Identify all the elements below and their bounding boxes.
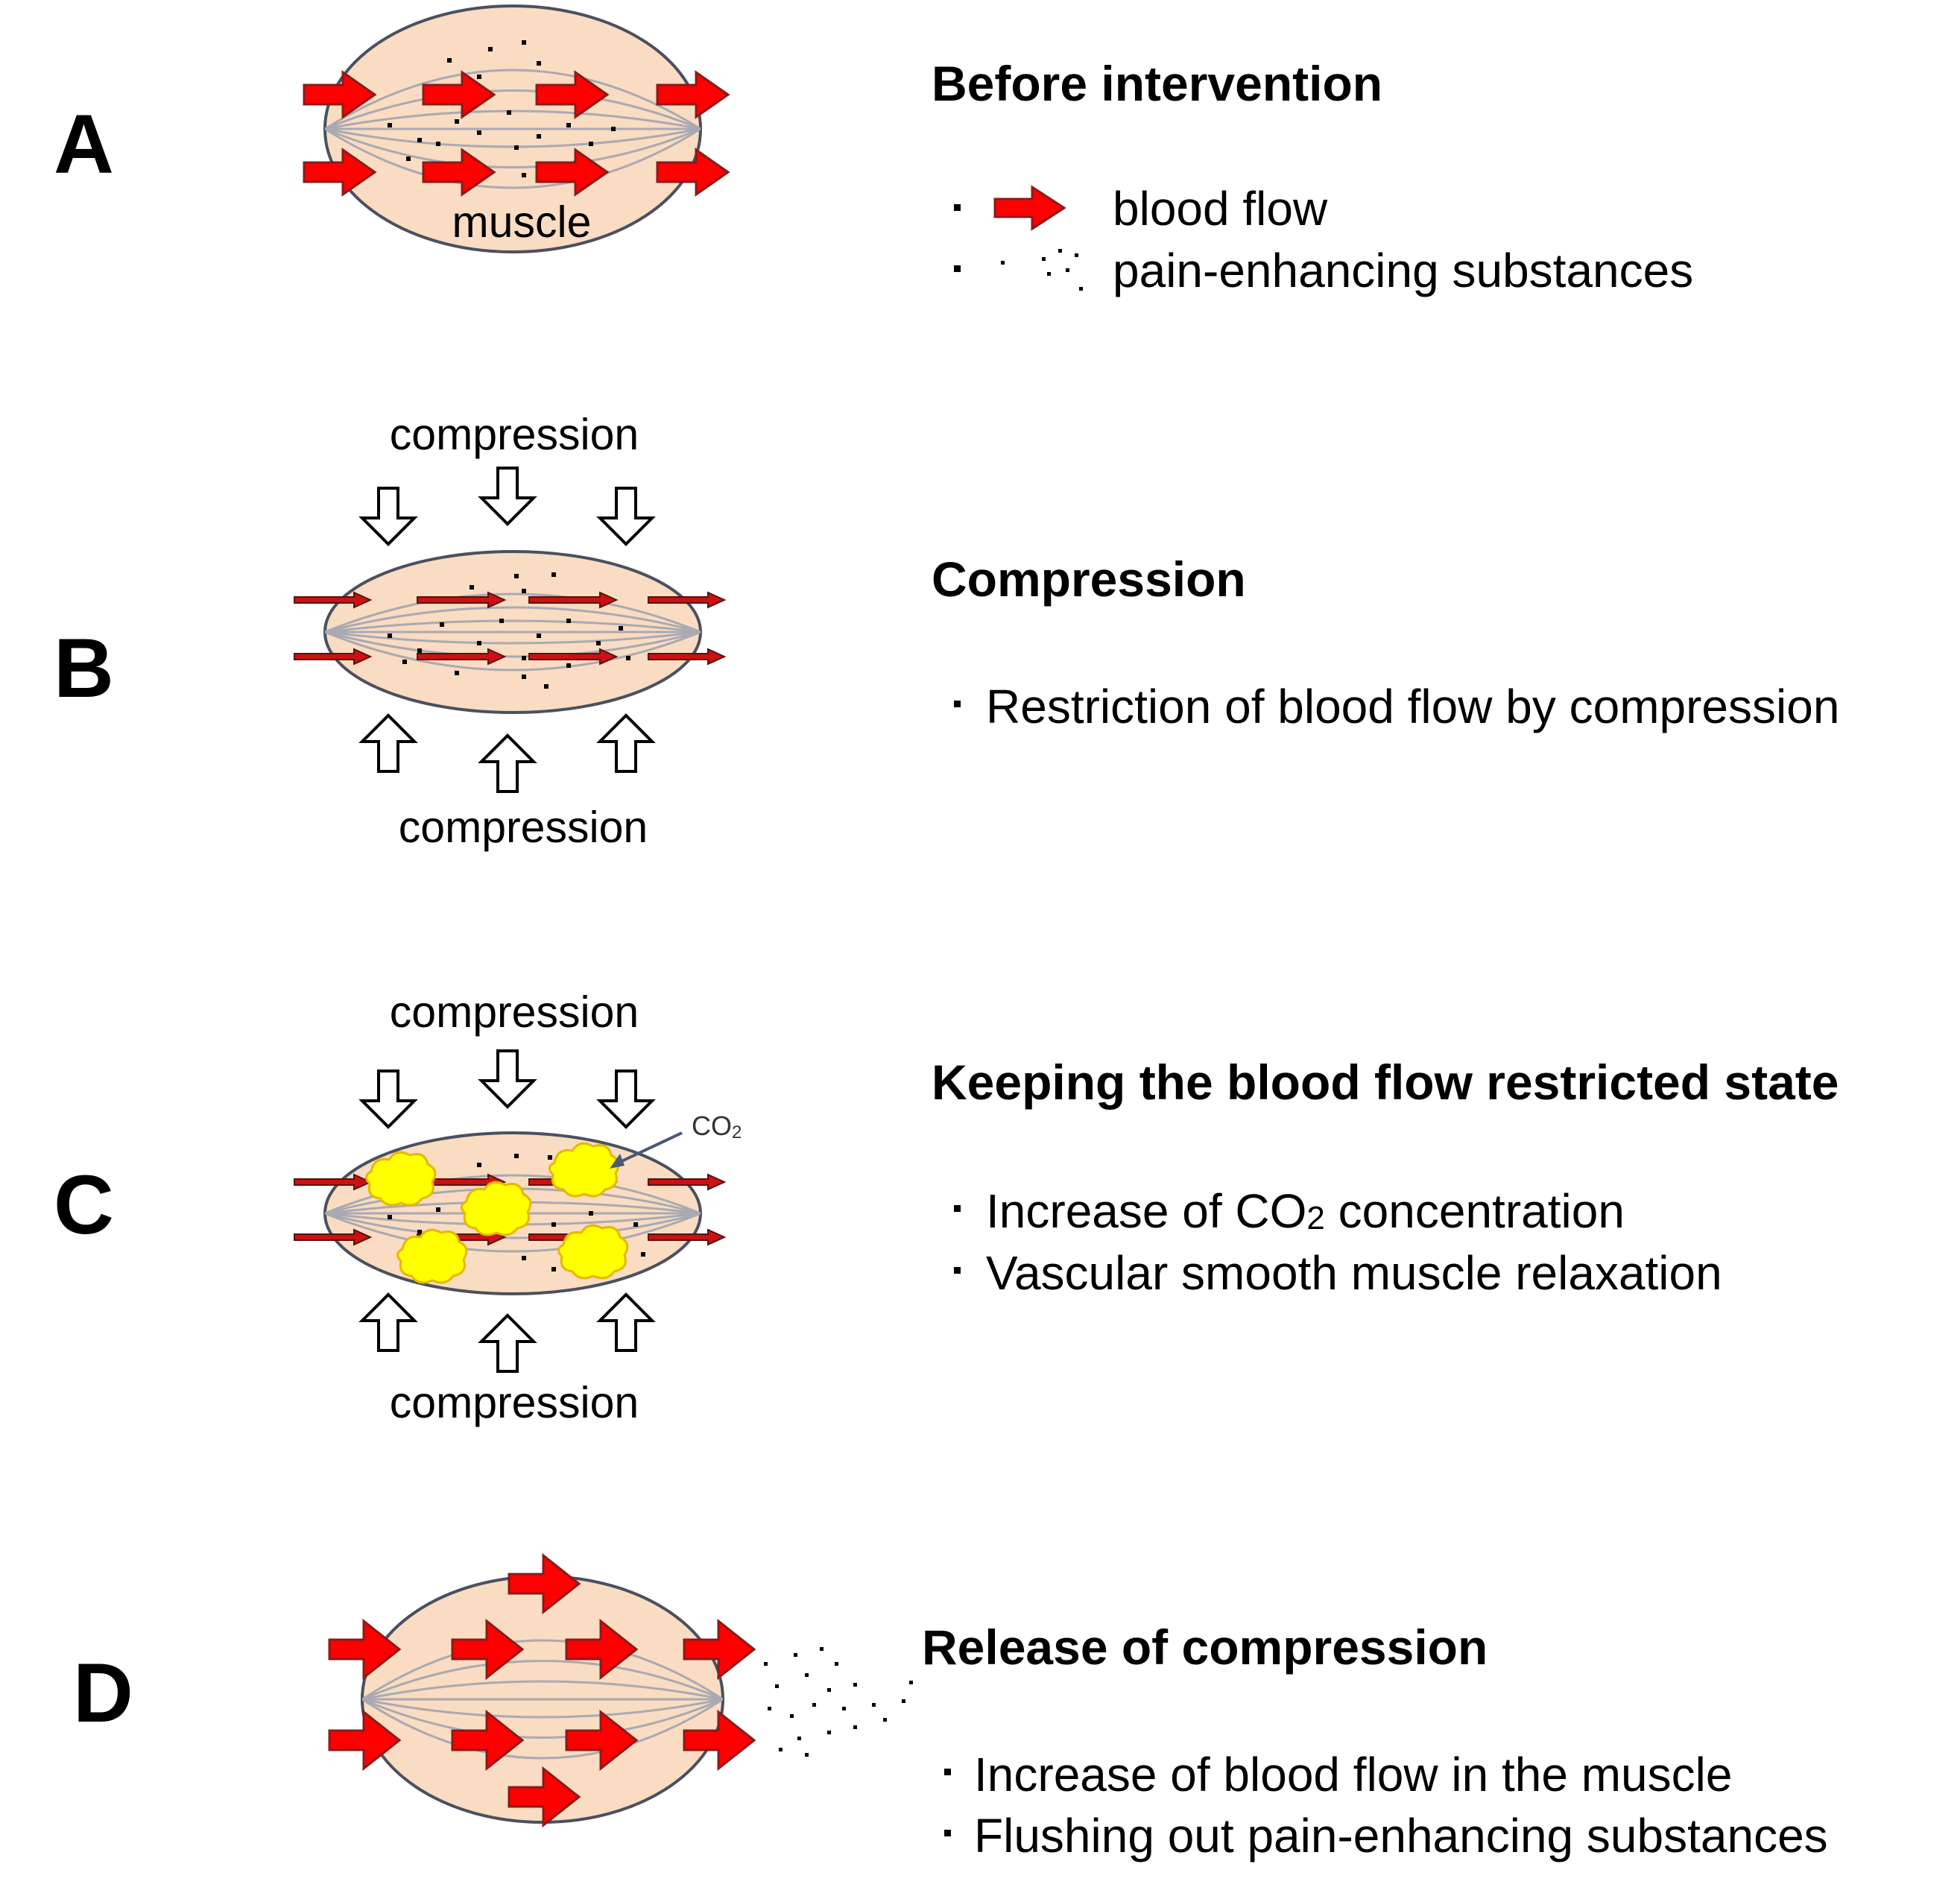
legend-blood-flow: blood flow <box>1113 182 1328 236</box>
panel-letter-b: B <box>54 622 114 715</box>
bullet-icon <box>954 1267 961 1274</box>
compression-label-top: compression <box>390 988 639 1037</box>
heading-c: Keeping the blood flow restricted state <box>932 1055 1839 1110</box>
compression-label-top: compression <box>390 410 639 459</box>
co2-bubbles <box>365 1142 629 1284</box>
bullet-d-1: Increase of blood flow in the muscle <box>974 1748 1732 1801</box>
co2-pointer <box>610 1131 683 1169</box>
panel-letter-c: C <box>54 1158 114 1251</box>
panel-letter-d: D <box>73 1646 133 1740</box>
muscle-a: muscle <box>303 4 730 253</box>
restricted-blood-flow-arrows <box>294 591 727 666</box>
co2-bubble <box>365 1151 437 1207</box>
panel-d: D <box>73 1552 1828 1862</box>
bullet-d-2: Flushing out pain-enhancing substances <box>974 1809 1828 1862</box>
muscle-d <box>328 1552 913 1828</box>
co2-label: CO2 <box>692 1110 742 1143</box>
bullet-icon <box>954 265 961 272</box>
compression-arrows-bottom <box>358 1292 656 1373</box>
co2-bubble <box>549 1142 620 1198</box>
muscle-c: CO2 <box>294 1110 742 1295</box>
bullet-icon <box>954 204 961 211</box>
panel-b: B compression <box>54 410 1839 852</box>
compression-arrows-top <box>358 467 656 546</box>
bullet-icon <box>954 1205 961 1212</box>
bullet-c-1: Increase of CO2 concentration <box>986 1184 1625 1238</box>
co2-bubble <box>461 1181 532 1236</box>
flushed-pain-substance-dots <box>764 1647 913 1757</box>
bullet-icon <box>944 1830 951 1836</box>
co2-bubble <box>396 1228 468 1284</box>
muscle-label: muscle <box>452 198 592 247</box>
compression-arrows-bottom <box>358 713 656 793</box>
muscle-fibers <box>325 593 701 672</box>
pain-substance-dots <box>388 572 630 689</box>
legend: blood flow pain-enhancing substances <box>954 182 1693 297</box>
heading-a: Before intervention <box>932 56 1382 111</box>
blood-flow-arrows <box>303 70 730 197</box>
pain-substance-dots-icon <box>1001 249 1083 291</box>
heading-d: Release of compression <box>922 1620 1488 1675</box>
bullet-icon <box>944 1769 951 1775</box>
blood-flow-arrow-icon <box>993 185 1066 231</box>
compression-label-bottom: compression <box>399 803 648 852</box>
muscle-fibers <box>325 69 701 189</box>
legend-pain-substances: pain-enhancing substances <box>1113 244 1693 297</box>
panel-letter-a: A <box>54 98 114 191</box>
bullet-icon <box>954 701 961 707</box>
panel-c: C compression <box>54 988 1839 1427</box>
bullet-c-2: Vascular smooth muscle relaxation <box>986 1246 1722 1300</box>
heading-b: Compression <box>932 552 1246 607</box>
increased-blood-flow-arrows <box>328 1552 756 1828</box>
compression-arrows-top <box>358 1049 656 1129</box>
muscle-fibers <box>362 1639 723 1760</box>
pain-substance-dots <box>388 40 616 177</box>
panel-a: A <box>54 4 1693 297</box>
compression-label-bottom: compression <box>390 1378 639 1427</box>
muscle-b <box>294 550 727 714</box>
bullet-b-1: Restriction of blood flow by compression <box>986 680 1839 733</box>
co2-bubble <box>557 1224 629 1280</box>
